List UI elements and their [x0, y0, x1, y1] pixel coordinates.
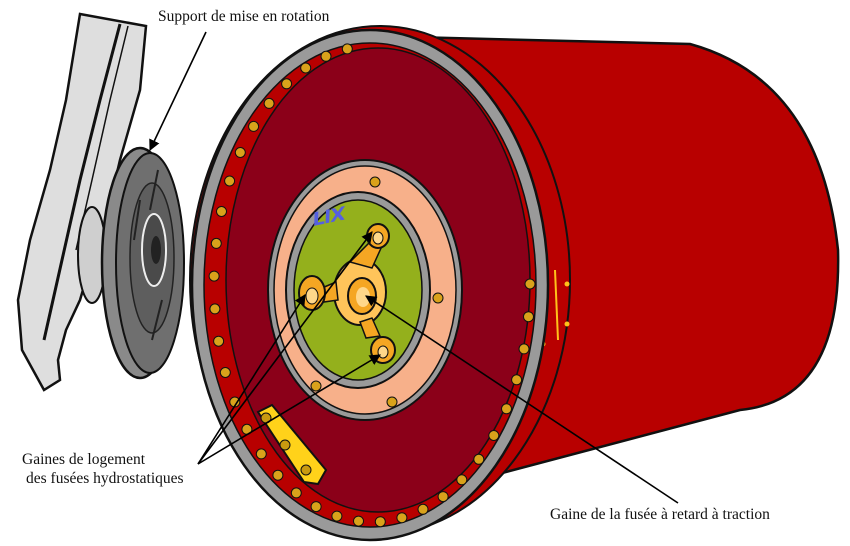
bolt	[396, 512, 408, 524]
bolt	[353, 515, 364, 527]
support-arm	[16, 12, 148, 392]
label-gaine-retard: Gaine de la fusée à retard à traction	[550, 506, 770, 523]
bolt-ring	[208, 43, 536, 528]
arrow-support	[149, 31, 207, 152]
bolt	[281, 78, 293, 90]
arrow-gaine-top	[197, 231, 373, 465]
bolt	[524, 278, 536, 290]
bolt	[300, 62, 312, 74]
bolt	[209, 303, 221, 315]
bolt	[437, 491, 449, 503]
bolt	[210, 237, 222, 249]
bolt	[208, 270, 220, 282]
bolt	[417, 503, 429, 515]
bolt	[341, 43, 353, 55]
bolt	[263, 97, 275, 109]
bolt	[473, 453, 485, 465]
arrow-gaine-left	[197, 294, 306, 465]
bolt	[374, 516, 386, 528]
bolt	[310, 501, 322, 513]
bolt	[219, 367, 231, 378]
bolt	[234, 147, 246, 158]
bolt	[456, 474, 468, 486]
bolt	[523, 311, 534, 323]
bolt	[501, 403, 512, 415]
label-gaines-line2: des fusées hydrostatiques	[26, 470, 184, 487]
bolt	[213, 335, 225, 347]
bolt	[518, 343, 530, 355]
yellow-plate	[256, 403, 328, 486]
arrow-gaine-bottom	[197, 354, 381, 465]
arrow-retard	[365, 295, 679, 504]
label-support-rotation: Support de mise en rotation	[158, 8, 330, 25]
fittings	[298, 223, 396, 364]
bolt	[248, 120, 260, 132]
support-disc	[100, 146, 185, 380]
bolt	[331, 510, 343, 522]
bolt	[224, 175, 236, 187]
label-gaines-fusees: Gaines de logement des fusées hydrostati…	[22, 450, 184, 488]
bolt	[216, 206, 227, 217]
bolt	[272, 469, 284, 481]
leader-arrows	[149, 31, 679, 504]
label-gaines-line1: Gaines de logement	[22, 451, 146, 468]
bolt	[255, 448, 267, 460]
bolt	[511, 374, 523, 386]
bolt	[290, 487, 302, 499]
bolt	[320, 50, 332, 62]
bolt	[488, 430, 500, 441]
